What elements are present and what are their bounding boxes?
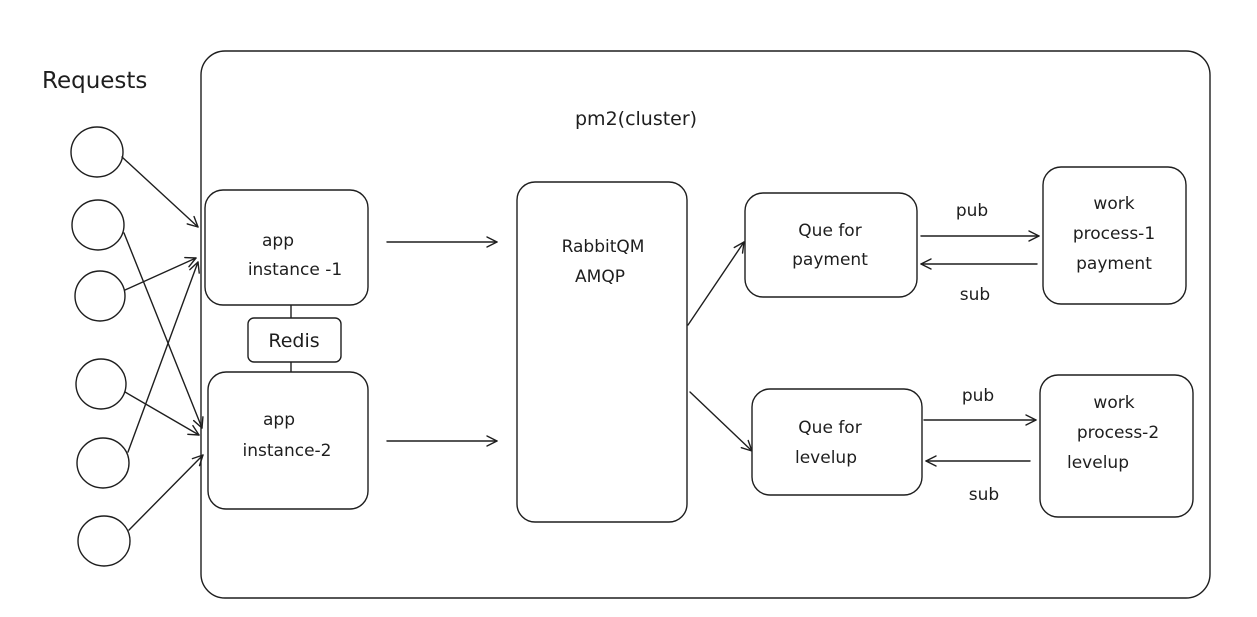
request-arrow: [128, 454, 204, 531]
work-process-2-label-line1: work: [1093, 393, 1134, 413]
payment-pub-label: pub: [956, 201, 988, 221]
request-client-circle: [76, 437, 130, 489]
request-arrow: [124, 391, 200, 436]
request-arrow: [121, 156, 199, 228]
levelup-queue-node: Que for levelup: [751, 388, 923, 496]
request-client-circle: [75, 358, 127, 410]
work-process-2-node: work process-2 levelup: [1039, 374, 1194, 518]
rabbitmq-label-line2: AMQP: [575, 267, 625, 287]
rabbitmq-to-levelup-queue-arrow: [689, 391, 753, 452]
request-arrow: [123, 232, 204, 429]
work-process-1-node: work process-1 payment: [1042, 166, 1187, 305]
request-clients: [70, 126, 131, 567]
payment-sub-label: sub: [960, 285, 990, 305]
rabbitmq-label-line1: RabbitQM: [562, 237, 645, 257]
cluster-title: pm2(cluster): [575, 108, 697, 130]
work-process-1-label-line1: work: [1093, 194, 1134, 214]
request-client-circle: [74, 270, 126, 322]
request-client-circle: [77, 515, 131, 567]
levelup-pub-label: pub: [962, 386, 994, 406]
request-client-circle: [70, 126, 124, 178]
levelup-sub-label: sub: [969, 485, 999, 505]
payment-queue-node: Que for payment: [744, 192, 918, 298]
redis-node: Redis: [247, 317, 342, 363]
work-process-2-label-line3: levelup: [1067, 453, 1129, 473]
work-process-1-label-line2: process-1: [1073, 224, 1155, 244]
app-instance-2-node: app instance-2: [207, 371, 369, 510]
app-instance-2-label-line2: instance-2: [243, 441, 332, 461]
app-instance-1-node: app instance -1: [204, 189, 369, 306]
request-client-circle: [71, 199, 125, 251]
app-instance-1-label-line2: instance -1: [248, 260, 342, 280]
app-instance-2-label-line1: app: [263, 410, 295, 430]
request-arrow: [124, 256, 197, 291]
work-process-2-label-line2: process-2: [1077, 423, 1159, 443]
levelup-queue-label-line1: Que for: [798, 418, 861, 438]
redis-label: Redis: [268, 330, 319, 352]
payment-queue-label-line2: payment: [792, 250, 868, 270]
payment-queue-label-line1: Que for: [798, 221, 861, 241]
app-instance-1-label-line1: app: [262, 231, 294, 251]
request-arrows: [121, 156, 204, 531]
work-process-1-label-line3: payment: [1076, 254, 1152, 274]
requests-label: Requests: [42, 68, 147, 94]
request-arrow: [127, 261, 200, 453]
rabbitmq-node: RabbitQM AMQP: [516, 181, 688, 523]
rabbitmq-to-payment-queue-arrow: [687, 241, 745, 326]
levelup-queue-label-line2: levelup: [795, 448, 857, 468]
